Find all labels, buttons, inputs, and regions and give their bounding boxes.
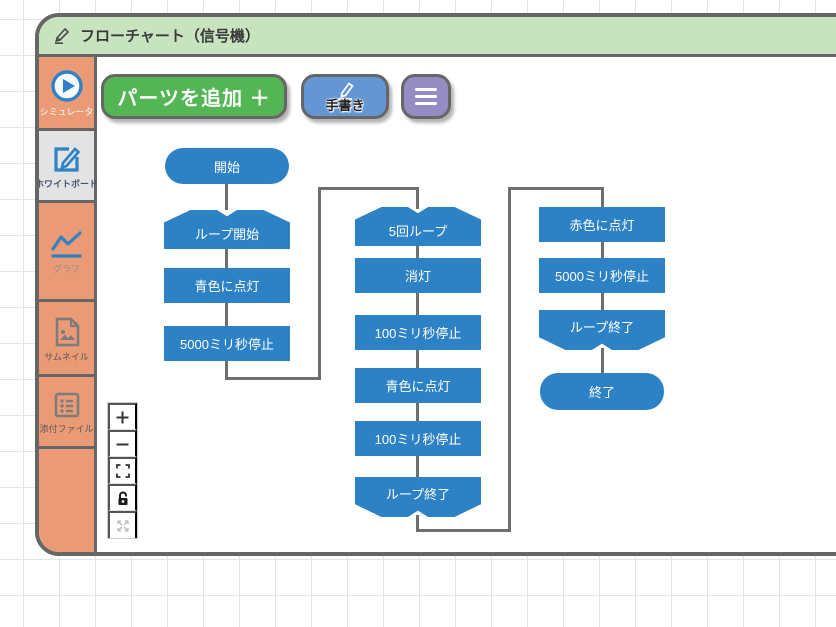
flowchart-node-process[interactable]: 消灯 [355, 258, 481, 293]
connector-line [601, 292, 604, 311]
flowchart-node-loop-end[interactable]: ループ終了 [355, 477, 481, 517]
connector-line [416, 243, 419, 259]
connector-line [416, 515, 419, 532]
whiteboard-canvas[interactable]: パーツを追加 ＋ 手書き [97, 57, 836, 552]
expand-arrows-icon [116, 519, 129, 532]
add-parts-button[interactable]: パーツを追加 ＋ [101, 74, 287, 119]
connector-line [601, 241, 604, 259]
lock-button[interactable] [108, 484, 137, 511]
sidebar-item-thumbnail[interactable]: サムネイル [39, 302, 94, 377]
connector-line [416, 349, 419, 369]
flowchart-node-end[interactable]: 終了 [540, 373, 664, 410]
handwriting-button[interactable]: 手書き [301, 74, 389, 119]
sidebar-item-label: サムネイル [44, 351, 89, 362]
zoom-out-icon [116, 443, 129, 445]
flowchart-node-process[interactable]: 青色に点灯 [355, 368, 481, 403]
lock-icon [118, 491, 127, 505]
edit-square-icon [53, 147, 80, 172]
window-header: フローチャート（信号機） [39, 17, 836, 57]
connector-line [318, 187, 321, 380]
handwriting-label: 手書き [325, 98, 365, 113]
play-circle-icon [50, 70, 83, 102]
sidebar: シミュレータ ホワイトボード グラフ [39, 57, 98, 552]
image-file-icon [55, 317, 79, 346]
sidebar-item-attachments[interactable]: 添付ファイル [39, 377, 94, 449]
connector-line [416, 292, 419, 316]
flowchart-node-process[interactable]: 100ミリ秒停止 [355, 315, 481, 350]
connector-line [601, 187, 604, 209]
connector-line [225, 377, 321, 380]
connector-line [416, 402, 419, 422]
flowchart-node-loop-begin[interactable]: 5回ループ [355, 207, 481, 246]
sidebar-item-label: 添付ファイル [39, 424, 94, 434]
hamburger-icon [415, 88, 437, 91]
fit-screen-button[interactable] [108, 457, 137, 484]
expand-arrows-button[interactable] [108, 511, 137, 538]
connector-line [508, 187, 604, 190]
connector-line [416, 455, 419, 478]
sidebar-item-label: グラフ [52, 263, 80, 274]
connector-line [416, 187, 419, 209]
connector-line [601, 348, 604, 374]
flowchart-node-process[interactable]: 青色に点灯 [164, 268, 290, 303]
zoom-in-button[interactable] [108, 403, 137, 430]
flowchart-node-start[interactable]: 開始 [165, 148, 289, 184]
pencil-icon [338, 82, 354, 100]
sidebar-item-whiteboard[interactable]: ホワイトボード [39, 131, 98, 203]
connector-line [225, 247, 228, 268]
zoom-out-button[interactable] [108, 430, 137, 457]
sidebar-item-simulator[interactable]: シミュレータ [39, 57, 94, 131]
flowchart-node-loop-begin[interactable]: ループ開始 [164, 210, 290, 249]
connector-line [225, 303, 228, 326]
connector-line [318, 187, 418, 190]
edit-title-icon[interactable] [52, 26, 71, 45]
zoom-in-icon [116, 411, 129, 423]
menu-button[interactable] [401, 74, 451, 119]
canvas-controls [107, 402, 138, 539]
connector-line [225, 183, 228, 210]
window-body: シミュレータ ホワイトボード グラフ [39, 57, 836, 552]
connector-line [416, 529, 511, 532]
page-title: フローチャート（信号機） [80, 28, 260, 45]
flowchart-node-process[interactable]: 100ミリ秒停止 [355, 421, 481, 456]
whiteboard-window: フローチャート（信号機） シミュレータ ホワイトボード [35, 13, 836, 556]
connector-line [508, 187, 511, 532]
sidebar-filler [39, 449, 94, 552]
list-box-icon [54, 392, 79, 418]
flowchart-node-process[interactable]: 5000ミリ秒停止 [164, 326, 290, 361]
sidebar-item-graph[interactable]: グラフ [39, 203, 94, 302]
sidebar-item-label: ホワイトボード [35, 179, 99, 189]
sidebar-item-label: シミュレータ [39, 107, 94, 117]
line-chart-icon [50, 230, 82, 258]
fit-screen-icon [115, 464, 130, 478]
flowchart-node-process[interactable]: 5000ミリ秒停止 [539, 258, 665, 293]
connector-line [225, 361, 228, 380]
flowchart-node-process[interactable]: 赤色に点灯 [539, 207, 665, 242]
flowchart-node-loop-end[interactable]: ループ終了 [539, 310, 665, 350]
